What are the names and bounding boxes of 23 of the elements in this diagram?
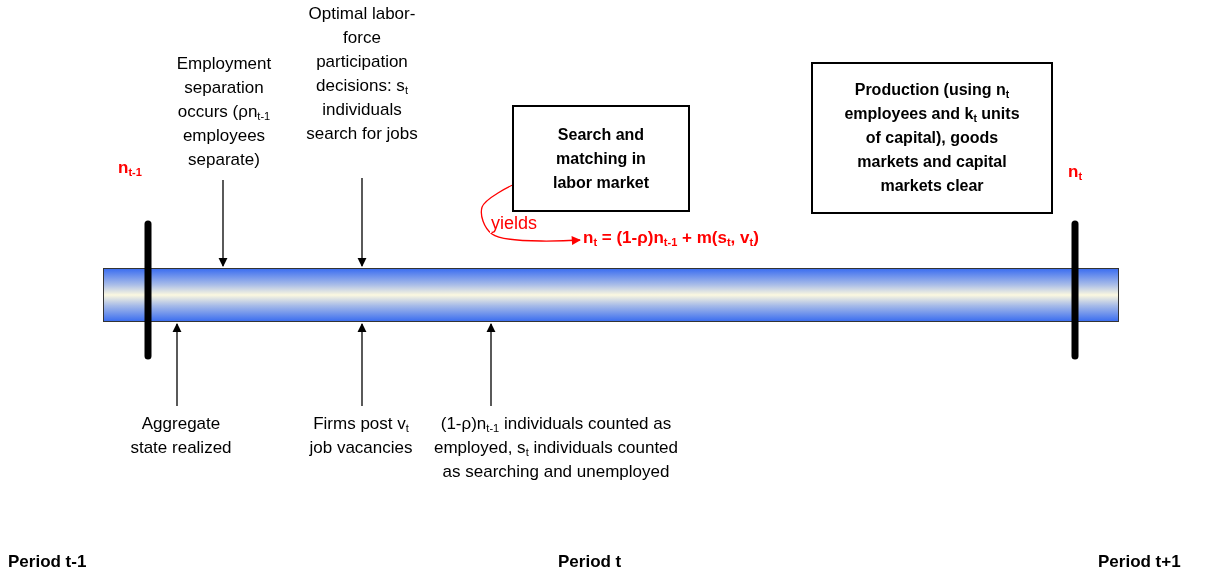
period-label: Period t+1 bbox=[1098, 552, 1181, 572]
arrow bbox=[357, 323, 367, 407]
period-label: Period t-1 bbox=[8, 552, 87, 572]
arrow bbox=[486, 323, 496, 407]
box-label: Production (using n$_{t}$ employees and k$_{t}$ units of capital), goods markets and capital markets clear bbox=[843, 80, 1021, 196]
variable-label: n$_{t}$ bbox=[1068, 162, 1083, 182]
variable-label: n$_{t-1}$ bbox=[118, 158, 142, 178]
event-text: Aggregate state realized bbox=[126, 412, 236, 460]
edge-label: yields bbox=[490, 213, 539, 234]
event-text: Employment separation occurs (ρn$_{t-1}$ employees separate) bbox=[162, 52, 286, 172]
timeline-bar bbox=[103, 268, 1119, 322]
arrow bbox=[218, 179, 228, 267]
event-text: Firms post v$_{t}$ job vacancies bbox=[303, 412, 419, 460]
equation-text: n$_{t}$ = (1-ρ)n$_{t-1}$ + m(s$_{t}$, v$_{t}$) bbox=[583, 228, 833, 248]
arrow bbox=[172, 323, 182, 407]
arrow bbox=[357, 177, 367, 267]
period-label: Period t bbox=[558, 552, 622, 572]
box-label: Search and matching in labor market bbox=[551, 124, 650, 193]
process-box bbox=[811, 62, 1053, 214]
event-text: Optimal labor-force participation decisions: s$_{t}$ individuals search for jobs bbox=[300, 2, 424, 146]
arrow bbox=[480, 184, 581, 246]
process-box bbox=[512, 105, 690, 212]
event-text: (1-ρ)n$_{t-1}$ individuals counted as employed, s$_{t}$ individuals counted as searching and unemployed bbox=[428, 412, 684, 484]
